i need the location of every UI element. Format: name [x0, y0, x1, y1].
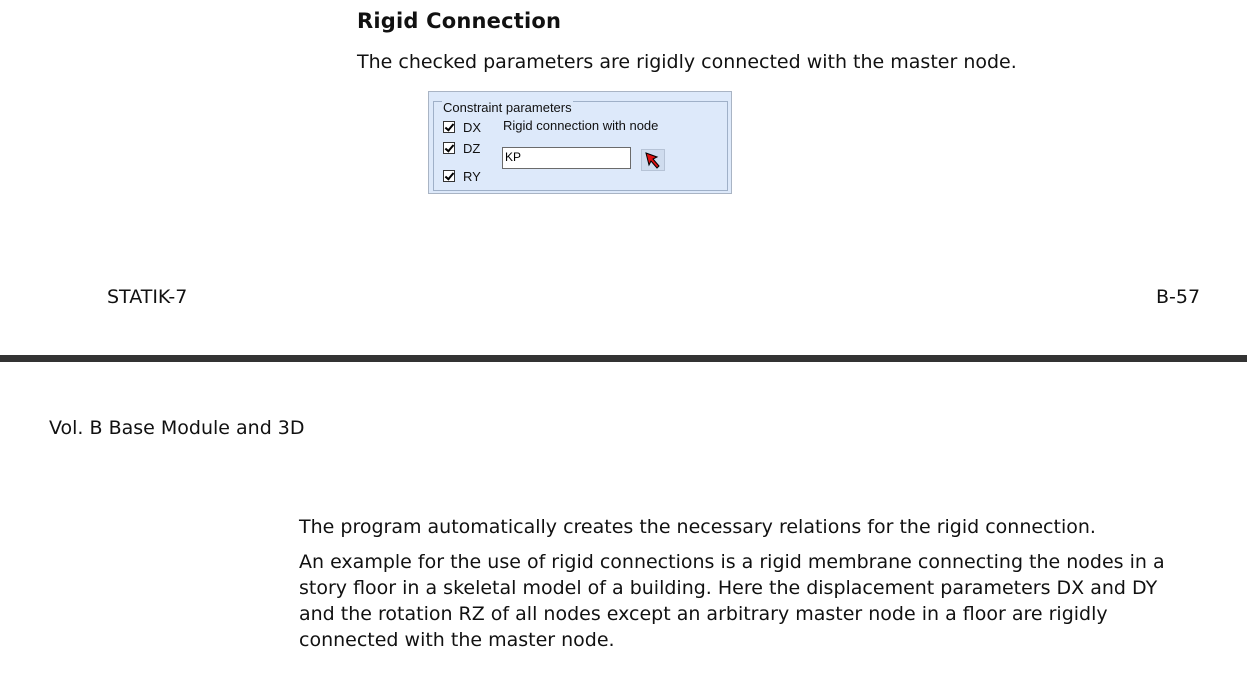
checkbox-dz[interactable]	[443, 142, 455, 154]
running-header: Vol. B Base Module and 3D	[49, 417, 305, 439]
checkbox-dx-row[interactable]: DX	[443, 119, 481, 135]
checkbox-ry-label: RY	[463, 168, 481, 184]
master-node-input[interactable]: KP	[502, 147, 631, 169]
checkbox-dx-label: DX	[463, 119, 482, 135]
body-paragraph: The program automatically creates the ne…	[299, 516, 1096, 538]
page-separator	[0, 355, 1247, 362]
intro-text: The checked parameters are rigidly conne…	[357, 51, 1017, 73]
checkbox-ry[interactable]	[443, 170, 455, 182]
footer-page-number: B-57	[1156, 286, 1201, 308]
groupbox-title: Constraint parameters	[442, 100, 573, 115]
checkbox-dz-label: DZ	[463, 140, 481, 156]
checkbox-dx[interactable]	[443, 121, 455, 133]
footer-program-name: STATIK-7	[107, 286, 188, 308]
rigid-connection-label: Rigid connection with node	[503, 118, 659, 133]
checkbox-ry-row[interactable]: RY	[443, 168, 481, 184]
pick-node-button[interactable]	[641, 149, 665, 171]
section-title: Rigid Connection	[357, 9, 562, 33]
red-arrow-cursor-icon	[645, 152, 660, 169]
checkbox-dz-row[interactable]: DZ	[443, 140, 480, 156]
constraint-dialog: Constraint parameters DX DZ RY Rigid con…	[428, 91, 732, 194]
body-paragraph: An example for the use of rigid connecti…	[299, 551, 1165, 651]
constraint-groupbox: Constraint parameters DX DZ RY	[433, 101, 728, 191]
